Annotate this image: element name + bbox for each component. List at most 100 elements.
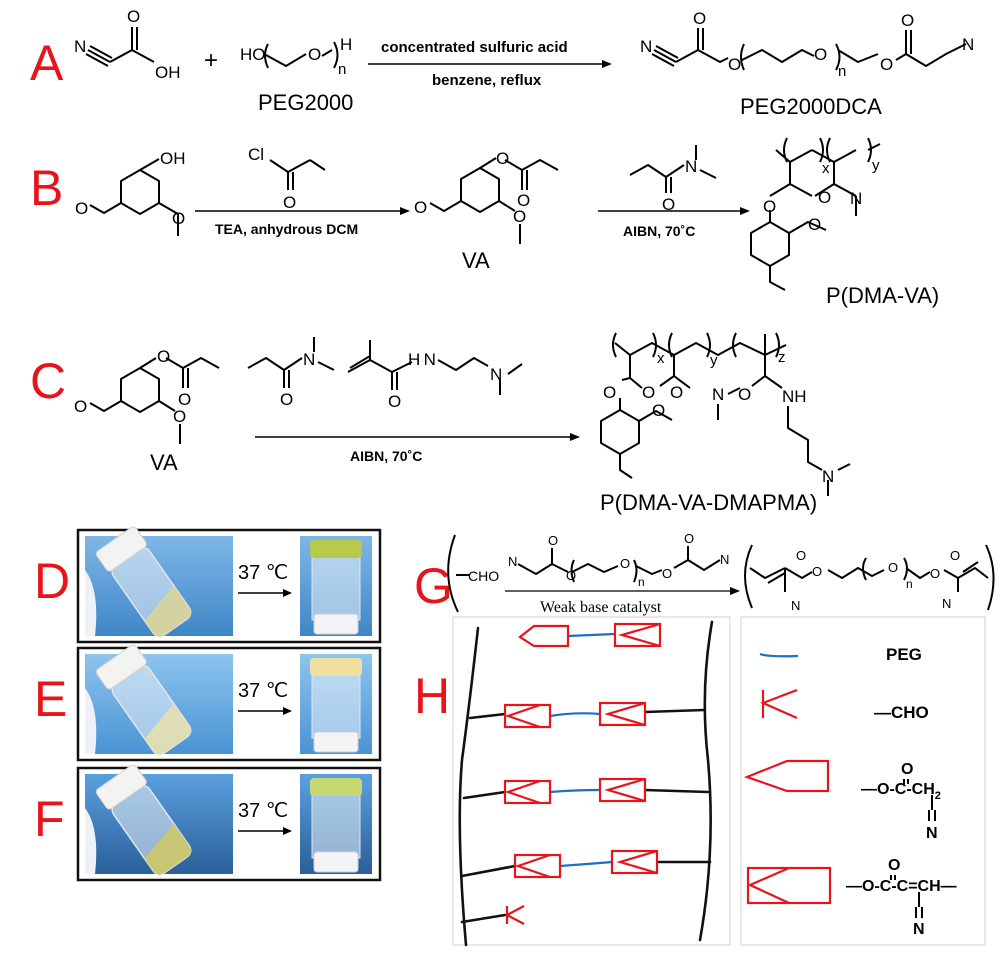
vial-tilted xyxy=(95,644,192,756)
cyanoacetic-acid-structure: N O OH xyxy=(74,7,181,82)
atom-n: N xyxy=(720,552,729,567)
va-structure-c: O O O O VA xyxy=(74,347,220,475)
panel-label-h: H xyxy=(414,668,450,724)
va-structure: O O O O VA xyxy=(414,149,559,273)
vial-inverted xyxy=(311,667,361,739)
arrow-head xyxy=(283,707,292,715)
atom-o: O xyxy=(280,390,293,409)
peg2000dca-structure: N O O O n O O N PEG2000DCA xyxy=(640,9,974,119)
legend-atom: N xyxy=(926,825,938,842)
atom-o: O xyxy=(950,548,960,563)
atom-n: N xyxy=(962,35,974,54)
atom-o: O xyxy=(178,390,191,409)
legend-frame xyxy=(740,616,986,946)
vial-tilted xyxy=(95,764,192,876)
atom-o: O xyxy=(414,198,427,217)
atom-o: O xyxy=(796,548,806,563)
atom-cl: Cl xyxy=(248,145,264,164)
vial-cap xyxy=(313,731,359,753)
vial-cap xyxy=(95,526,147,572)
compound-name-p-dma-va: P(DMA-VA) xyxy=(826,283,939,308)
atom-n: N xyxy=(712,385,724,404)
panel-label-c: C xyxy=(30,353,66,409)
panel-label-f: F xyxy=(34,791,65,847)
atom-o: O xyxy=(74,397,87,416)
legend: PEG —CHO O —O-C-CH2 N O —O-C-C=CH— N xyxy=(743,645,957,938)
cyanoacetate-symbol-icon xyxy=(743,759,830,793)
atom-n: N xyxy=(942,596,951,611)
reaction-arrow-b2: N O AIBN, 70˚C xyxy=(598,145,750,239)
reaction-arrow-a: concentrated sulfuric acid benzene, refl… xyxy=(368,39,612,89)
atom-n: N xyxy=(303,350,315,369)
panel-label-b: B xyxy=(30,160,63,216)
condition-text: TEA, anhydrous DCM xyxy=(215,221,358,237)
peg2000dca-reagent: N O O O n O O N xyxy=(508,531,729,589)
atom-o: O xyxy=(880,55,893,74)
plus-sign: + xyxy=(204,47,218,74)
atom-n: N xyxy=(74,37,86,56)
panel-label-a: A xyxy=(30,35,64,91)
atom-o: O xyxy=(283,193,296,212)
atom-o: O xyxy=(670,383,683,402)
legend-item-cyanoacetate: O —O-C-CH2 N xyxy=(743,759,941,842)
reaction-arrow-b1: Cl O TEA, anhydrous DCM xyxy=(195,145,410,237)
atom-o: O xyxy=(930,566,940,581)
vial-cap xyxy=(313,851,359,873)
compound-name-va: VA xyxy=(462,248,490,273)
atom-n: N xyxy=(685,157,697,176)
atom-n: N xyxy=(640,37,652,56)
atom-n: N xyxy=(508,554,517,569)
vial-tilted xyxy=(95,526,192,638)
polymer-backbone-right xyxy=(698,620,714,942)
foam-support xyxy=(85,570,97,636)
condition-text: AIBN, 70˚C xyxy=(623,223,695,239)
atom-nh: H N xyxy=(408,350,436,369)
subscript-y: y xyxy=(710,352,718,369)
subscript-z: z xyxy=(778,349,786,366)
compound-name-peg2000: PEG2000 xyxy=(258,90,353,115)
atom-o: O xyxy=(693,9,706,28)
panel-h: H PEG —CHO xyxy=(414,616,986,947)
legend-item-peg: PEG xyxy=(759,645,922,664)
aldehyde-group: CHO xyxy=(468,568,499,584)
gel-top xyxy=(310,540,362,558)
atom-o: O xyxy=(566,568,576,583)
temperature-label: 37 ℃ xyxy=(238,562,288,584)
condition-text: AIBN, 70˚C xyxy=(350,448,422,464)
atom-o: O xyxy=(662,195,675,214)
atom-o: O xyxy=(172,209,185,228)
sol-liquid xyxy=(144,823,192,875)
panel-a: A N O OH + HO O n H PEG2000 concentrated… xyxy=(30,7,974,119)
condition-text: benzene, reflux xyxy=(432,72,542,89)
atom-o: O xyxy=(728,55,741,74)
condition-text: Weak base catalyst xyxy=(540,599,662,616)
panel-g: G CHO N O O O n O O N Weak base catalyst… xyxy=(414,531,995,616)
peg-structure: HO O n H PEG2000 xyxy=(240,35,353,115)
legend-atom: O xyxy=(901,761,913,778)
foam-support xyxy=(85,808,97,874)
foam-support xyxy=(85,688,97,754)
gel-top xyxy=(310,658,362,676)
atom-o: O xyxy=(684,531,694,546)
reaction-arrow-c: N O H N N O AIBN, 70˚C xyxy=(247,337,580,464)
peg-line-icon xyxy=(759,652,799,658)
panel-c: C O O O O VA N O H N N O AIBN, 70˚C x y … xyxy=(30,332,851,515)
atom-o: O xyxy=(548,533,558,548)
atom-o: O xyxy=(763,197,776,216)
atom-o: O xyxy=(814,45,827,64)
atom-o: O xyxy=(620,556,630,571)
compound-name-peg2000dca: PEG2000DCA xyxy=(740,94,882,119)
atom-o: O xyxy=(75,199,88,218)
subscript-n: n xyxy=(338,61,346,78)
legend-item-cyanoacrylate: O —O-C-C=CH— N xyxy=(746,857,957,938)
arrow-head xyxy=(283,827,292,835)
atom-o: O xyxy=(603,383,616,402)
panel-b: B OH O O Cl O TEA, anhydrous DCM O O O O… xyxy=(30,137,939,308)
network-schematic xyxy=(458,620,714,947)
polymer-backbone-left xyxy=(458,626,480,947)
